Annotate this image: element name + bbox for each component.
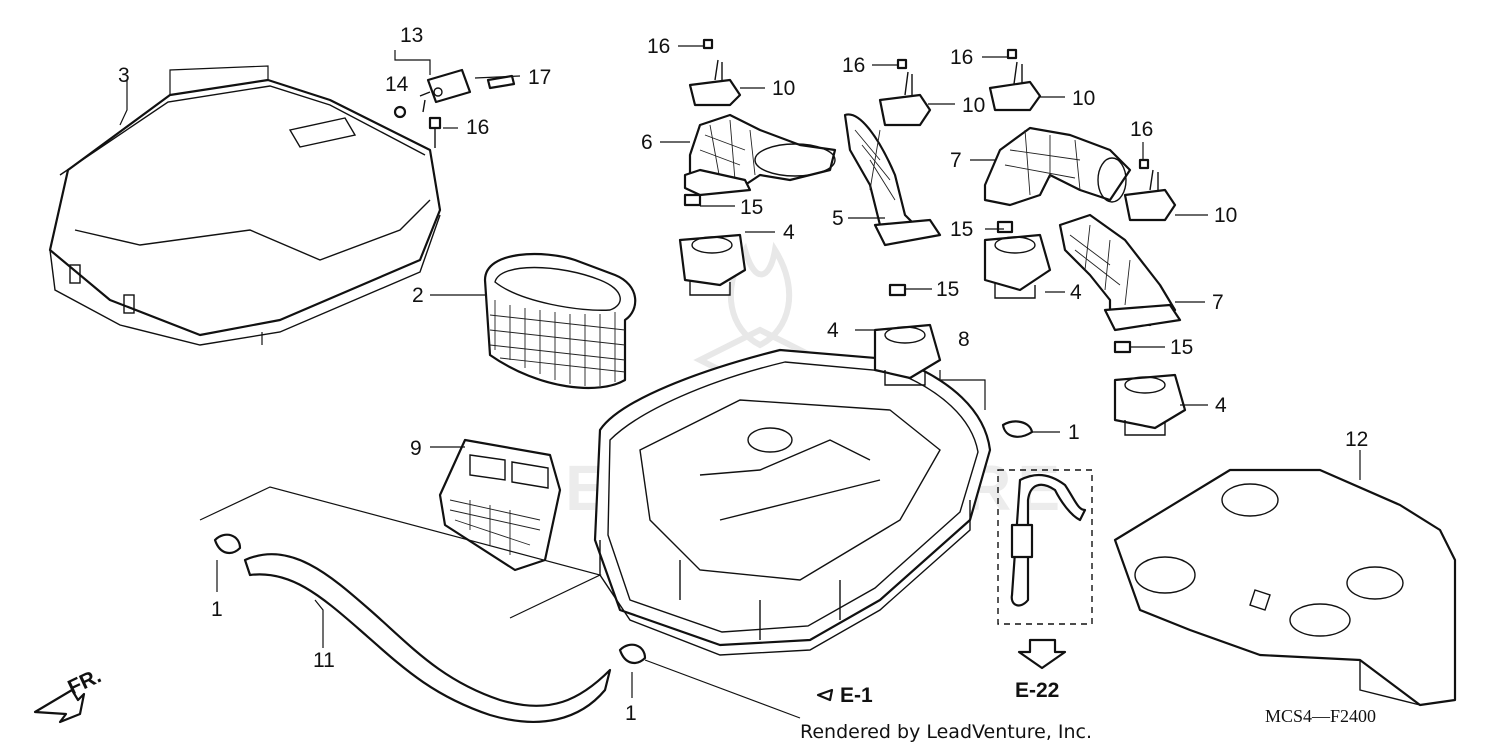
callout-16: 16 (842, 54, 865, 77)
callout-12: 12 (1345, 428, 1368, 451)
leader-lines (33, 45, 1208, 724)
callout-4: 4 (1215, 394, 1227, 417)
callout-16: 16 (466, 116, 489, 139)
insulator-4b (873, 283, 942, 386)
callout-10: 10 (772, 77, 795, 100)
callouts: 13 14 17 16 3 16 10 6 15 4 16 10 5 15 4 … (118, 24, 1368, 725)
callout-10: 10 (1072, 87, 1095, 110)
callout-15: 15 (950, 218, 973, 241)
breather-tube-group (997, 420, 1093, 670)
air-funnel (438, 438, 562, 572)
callout-4: 4 (783, 221, 795, 244)
insulator-4a (678, 193, 747, 296)
air-cleaner-cover (48, 65, 442, 346)
callout-17: 17 (528, 66, 551, 89)
callout-7: 7 (950, 149, 962, 172)
callout-16: 16 (1130, 118, 1153, 141)
callout-2: 2 (412, 284, 424, 307)
callout-1: 1 (625, 702, 637, 725)
callout-6: 6 (641, 131, 653, 154)
callout-13: 13 (400, 24, 423, 47)
callout-15: 15 (1170, 336, 1193, 359)
breather-fitting (393, 68, 516, 148)
air-filter-element (483, 252, 637, 389)
callout-11: 11 (313, 649, 335, 672)
callout-15: 15 (936, 278, 959, 301)
intake-duct-5 (843, 58, 942, 247)
intake-duct-7-upper (983, 48, 1132, 207)
heat-guard-plate (1113, 450, 1457, 707)
diagram-code: MCS4—F2400 (1265, 706, 1376, 726)
callout-16: 16 (647, 35, 670, 58)
callout-15: 15 (740, 196, 763, 219)
drain-tube (199, 486, 647, 723)
air-cleaner-case (593, 348, 992, 656)
callout-7: 7 (1212, 291, 1224, 314)
callout-10: 10 (962, 94, 985, 117)
callout-9: 9 (410, 437, 422, 460)
callout-1: 1 (211, 598, 223, 621)
callout-4: 4 (827, 319, 839, 342)
callout-10: 10 (1214, 204, 1237, 227)
callout-8: 8 (958, 328, 970, 351)
callout-1: 1 (1068, 421, 1080, 444)
callout-4: 4 (1070, 281, 1082, 304)
intake-duct-7-lower (1058, 158, 1182, 332)
callout-16: 16 (950, 46, 973, 69)
reference-e22[interactable]: E-22 (1015, 679, 1059, 702)
callout-5: 5 (832, 207, 844, 230)
callout-3: 3 (118, 64, 130, 87)
credit-text: Rendered by LeadVenture, Inc. (800, 721, 1092, 743)
insulator-4d (1113, 340, 1187, 436)
intake-duct-6 (683, 38, 837, 197)
reference-e1[interactable]: E-1 (840, 684, 873, 707)
callout-14: 14 (385, 73, 409, 96)
insulator-4c (983, 220, 1052, 299)
